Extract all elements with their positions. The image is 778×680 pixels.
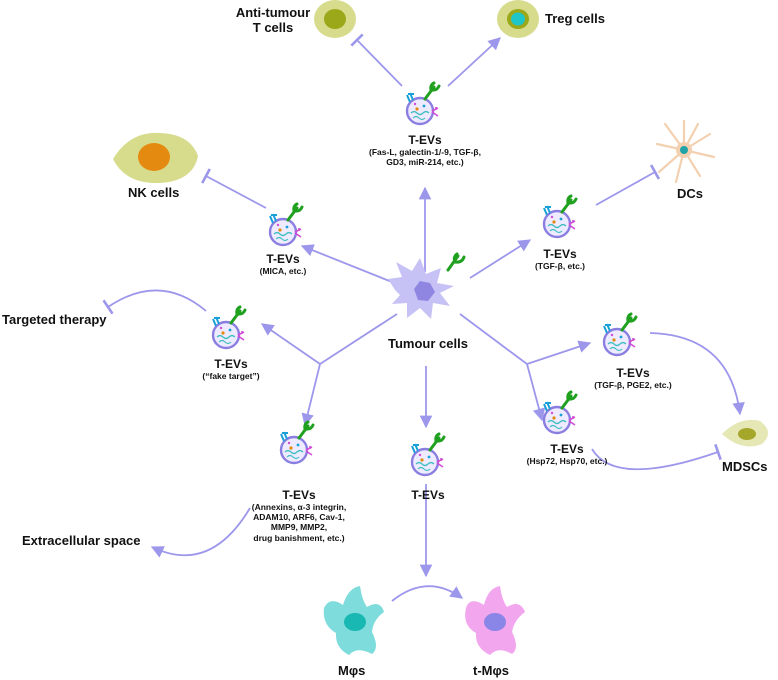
- nk-cells-label: NK cells: [128, 185, 180, 200]
- macrophage-icon: [323, 586, 384, 655]
- anti-tumour-t-cell-icon: [314, 0, 356, 38]
- arrow-to-mdscs: [649, 332, 745, 416]
- arrow-to-ev-fake-target: [260, 323, 321, 365]
- ev-subtitle: (Fas-L, galectin-1/-9, TGF-β, GD3, miR-2…: [369, 147, 481, 168]
- inhibit-mdscs: [591, 443, 722, 471]
- ev-icon-mica: [268, 202, 304, 247]
- branch-left: [319, 313, 398, 365]
- arrow-tumour-to-ev-tgf: [469, 239, 532, 279]
- ev-title: T-EVs: [408, 133, 442, 147]
- tumour-cells-label: Tumour cells: [388, 336, 468, 351]
- targeted-therapy-label: Targeted therapy: [2, 312, 107, 327]
- ev-label-tgf: T-EVs (TGF-β, etc.): [520, 247, 600, 271]
- mphis-label: Mφs: [338, 663, 366, 678]
- tumour-cell-icon: [388, 252, 466, 319]
- mdsc-cell-icon: [722, 419, 769, 447]
- anti-tumour-text: Anti-tumour: [235, 5, 311, 20]
- inhibit-targeted-therapy: [102, 289, 207, 315]
- arrow-mphi-to-tmphi: [391, 585, 464, 602]
- arrow-tumour-to-ev-mica: [300, 244, 393, 283]
- ev-title: T-EVs: [616, 366, 650, 380]
- anti-tumour-t-cells-label: Anti-tumour T cells: [228, 5, 318, 35]
- ev-title: T-EVs: [282, 488, 316, 502]
- tumour-associated-macrophage-icon: [465, 586, 525, 655]
- ev-subtitle: (Hsp72, Hsp70, etc.): [526, 456, 608, 466]
- extracellular-space-label: Extracellular space: [22, 533, 141, 548]
- ev-title: T-EVs: [214, 357, 248, 371]
- ev-icon-annexins: [279, 420, 315, 465]
- ev-subtitle: (TGF-β, etc.): [534, 261, 586, 271]
- arrow-to-treg: [447, 37, 501, 87]
- inhibit-anti-tumour-t-cells: [350, 33, 403, 87]
- dendritic-cell-icon: [655, 119, 716, 184]
- mdscs-label: MDSCs: [722, 459, 768, 474]
- t-mphis-label: t-Mφs: [473, 663, 510, 678]
- arrow-to-ev-hsp: [526, 363, 546, 422]
- ev-label-center: T-EVs: [400, 488, 456, 502]
- ev-label-fake-target: T-EVs (“fake target”): [191, 357, 271, 381]
- inhibit-dcs: [595, 164, 661, 206]
- treg-cell-icon: [497, 0, 539, 38]
- arrow-to-extracellular-space: [150, 507, 251, 558]
- ev-subtitle: (“fake target”): [202, 371, 260, 381]
- ev-icon-hsp: [542, 390, 578, 435]
- ev-title: T-EVs: [266, 252, 300, 266]
- ev-title: T-EVs: [550, 442, 584, 456]
- ev-icon-pge2: [602, 312, 638, 357]
- ev-icon-fake-target: [211, 305, 247, 350]
- branch-right: [459, 313, 528, 365]
- ev-icon-top: [405, 81, 441, 126]
- arrow-to-ev-pge2: [526, 340, 592, 365]
- ev-label-hsp: T-EVs (Hsp72, Hsp70, etc.): [512, 442, 622, 466]
- ev-title: T-EVs: [543, 247, 577, 261]
- ev-icon-center: [410, 432, 446, 477]
- ev-subtitle: (TGF-β, PGE2, etc.): [594, 380, 672, 390]
- nk-cell-icon: [113, 132, 198, 184]
- ev-label-top: T-EVs (Fas-L, galectin-1/-9, TGF-β, GD3,…: [355, 133, 495, 167]
- t-cells-text: T cells: [252, 20, 294, 35]
- ev-label-annexins: T-EVs (Annexins, α-3 integrin, ADAM10, A…: [234, 488, 364, 543]
- dcs-label: DCs: [677, 186, 704, 201]
- arrow-to-ev-annexins: [301, 363, 321, 427]
- ev-subtitle: (Annexins, α-3 integrin, ADAM10, ARF6, C…: [251, 502, 347, 543]
- ev-subtitle: (MICA, etc.): [259, 266, 307, 276]
- ev-title: T-EVs: [411, 488, 445, 502]
- treg-cells-label: Treg cells: [545, 11, 605, 26]
- ev-label-pge2: T-EVs (TGF-β, PGE2, etc.): [578, 366, 688, 390]
- ev-icon-tgf: [542, 194, 578, 239]
- ev-label-mica: T-EVs (MICA, etc.): [248, 252, 318, 276]
- inhibit-nk-cells: [201, 168, 267, 209]
